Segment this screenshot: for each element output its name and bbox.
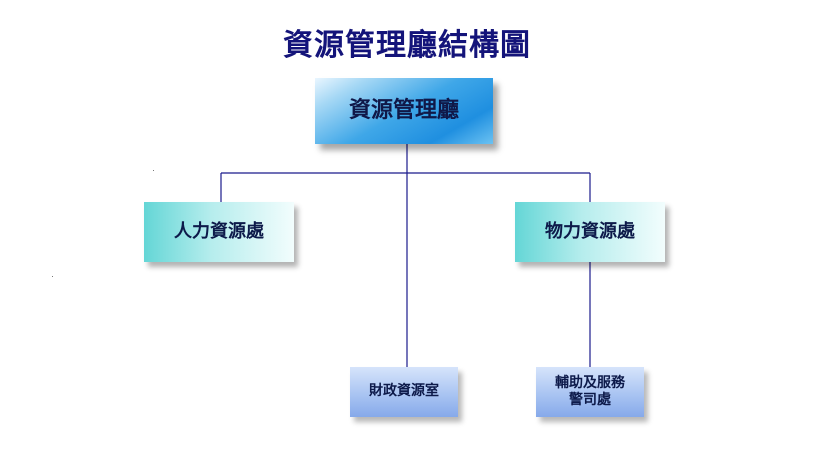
node-physical-resources: 物力資源處 (515, 202, 665, 262)
node-label: 人力資源處 (174, 220, 264, 242)
node-resource-management-bureau: 資源管理廳 (315, 78, 493, 144)
node-label: 物力資源處 (545, 220, 635, 242)
node-label-line2: 警司處 (569, 392, 611, 408)
stray-dot (52, 276, 53, 277)
node-financial-resources: 財政資源室 (350, 367, 458, 417)
node-label: 資源管理廳 (348, 98, 459, 124)
node-label-line1: 輔助及服務 (555, 374, 625, 391)
node-label: 財政資源室 (369, 383, 439, 400)
node-auxiliary-services: 輔助及服務 警司處 (536, 367, 644, 417)
stray-dot (153, 170, 154, 171)
chart-title: 資源管理廳結構圖 (283, 28, 531, 63)
node-human-resources: 人力資源處 (144, 202, 294, 262)
